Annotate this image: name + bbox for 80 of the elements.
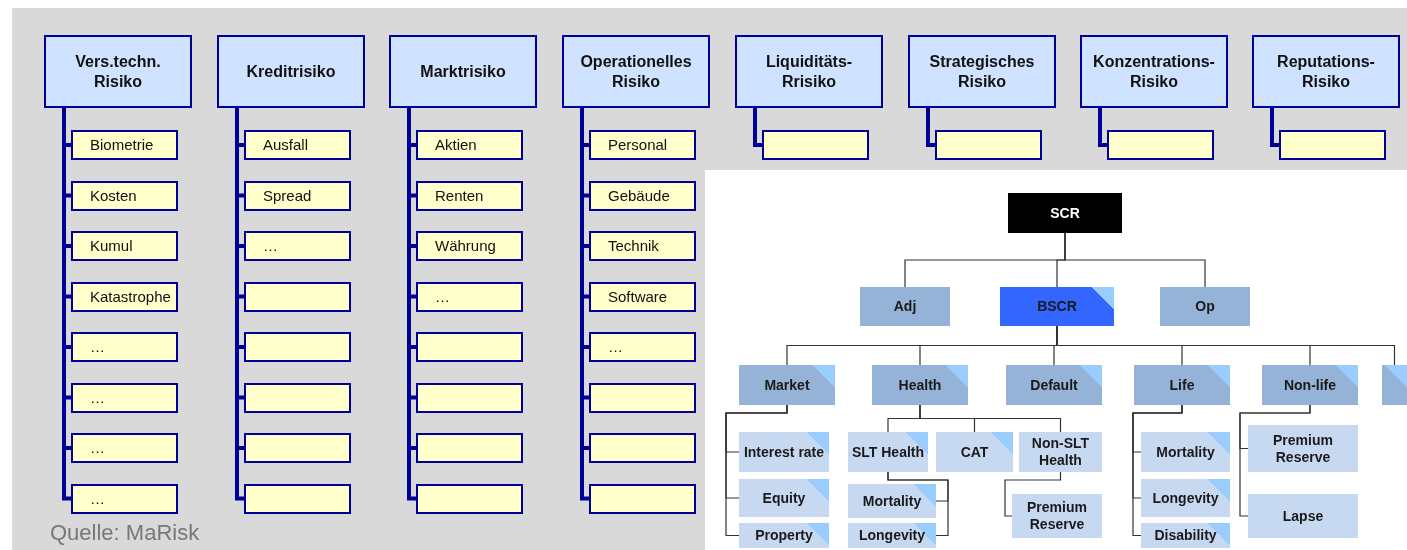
submodule-box: Non-SLT Health xyxy=(1019,432,1102,472)
submodule-box: Property xyxy=(739,523,829,548)
submodule-box: Longevity xyxy=(848,523,936,548)
subcategory-box xyxy=(244,433,351,463)
subcategory-box: Ausfall xyxy=(244,130,351,160)
subcategory-box: … xyxy=(71,433,178,463)
submodule-box: Longevity xyxy=(1141,479,1230,517)
module-box: Health xyxy=(872,365,968,405)
submodule-box: Disability xyxy=(1141,523,1230,548)
subcategory-box xyxy=(244,483,351,514)
subcategory-box: Software xyxy=(589,281,696,312)
subcategory-box: … xyxy=(244,231,351,261)
subcategory-box xyxy=(1279,130,1386,160)
module-box: Market xyxy=(739,365,835,405)
submodule-box: Equity xyxy=(739,479,829,517)
subcategory-box: … xyxy=(589,332,696,362)
connector-line xyxy=(1239,404,1311,517)
module-box xyxy=(1382,365,1407,405)
component-box: Adj xyxy=(860,287,950,326)
submodule-box: Mortality xyxy=(848,484,936,518)
risk-category-box: Vers.techn. Risiko xyxy=(44,35,192,108)
connector-line xyxy=(725,404,788,537)
risk-category-box: Kreditrisiko xyxy=(217,35,365,108)
submodule-box: Interest rate xyxy=(739,432,829,472)
subcategory-box xyxy=(935,130,1042,160)
component-box: Op xyxy=(1160,287,1250,326)
submodule-box: SLT Health xyxy=(848,432,928,472)
source-note: Quelle: MaRisk xyxy=(50,520,200,546)
subcategory-box: Kumul xyxy=(71,231,178,261)
risk-category-box: Reputations- Risiko xyxy=(1252,35,1400,108)
subcategory-box: Währung xyxy=(416,231,523,261)
subcategory-box xyxy=(762,130,869,160)
subcategory-box xyxy=(416,483,523,514)
connector-line xyxy=(1132,404,1183,537)
subcategory-box: Gebäude xyxy=(589,180,696,211)
module-box: Life xyxy=(1134,365,1230,405)
subcategory-box: Kosten xyxy=(71,180,178,211)
subcategory-box xyxy=(416,382,523,413)
subcategory-box xyxy=(244,332,351,362)
subcategory-box xyxy=(1107,130,1214,160)
risk-category-box: Strategisches Risiko xyxy=(908,35,1056,108)
subcategory-box: … xyxy=(416,281,523,312)
subcategory-box xyxy=(416,332,523,362)
subcategory-box: Renten xyxy=(416,180,523,211)
root-box: SCR xyxy=(1008,193,1122,233)
risk-category-box: Marktrisiko xyxy=(389,35,537,108)
risk-category-box: Liquiditäts- Rrisiko xyxy=(735,35,883,108)
risk-category-box: Konzentrations- Risiko xyxy=(1080,35,1228,108)
submodule-box: Premium Reserve xyxy=(1012,494,1102,538)
subcategory-box: Katastrophe xyxy=(71,281,178,312)
submodule-box: Lapse xyxy=(1248,494,1358,538)
submodule-box: CAT xyxy=(936,432,1013,472)
subcategory-box: Technik xyxy=(589,231,696,261)
connector-line xyxy=(887,471,949,537)
connector-line xyxy=(1270,108,1279,147)
connector-line xyxy=(1064,232,1206,288)
subcategory-box xyxy=(589,483,696,514)
subcategory-box xyxy=(589,382,696,413)
subcategory-box: Personal xyxy=(589,130,696,160)
subcategory-box: Aktien xyxy=(416,130,523,160)
subcategory-box: … xyxy=(71,483,178,514)
subcategory-box: … xyxy=(71,332,178,362)
connector-line xyxy=(1004,471,1062,517)
submodule-box: Mortality xyxy=(1141,432,1230,472)
component-box: BSCR xyxy=(1000,287,1114,326)
subcategory-box: Biometrie xyxy=(71,130,178,160)
module-box: Non-life xyxy=(1262,365,1358,405)
subcategory-box: … xyxy=(71,382,178,413)
connector-line xyxy=(926,108,935,147)
module-box: Default xyxy=(1006,365,1102,405)
risk-category-box: Operationelles Risiko xyxy=(562,35,710,108)
connector-line xyxy=(1098,108,1107,147)
subcategory-box xyxy=(244,281,351,312)
subcategory-box xyxy=(244,382,351,413)
subcategory-box xyxy=(589,433,696,463)
submodule-box: Premium Reserve xyxy=(1248,425,1358,472)
connector-line xyxy=(919,404,1062,433)
subcategory-box xyxy=(416,433,523,463)
connector-line xyxy=(753,108,762,147)
subcategory-box: Spread xyxy=(244,180,351,211)
